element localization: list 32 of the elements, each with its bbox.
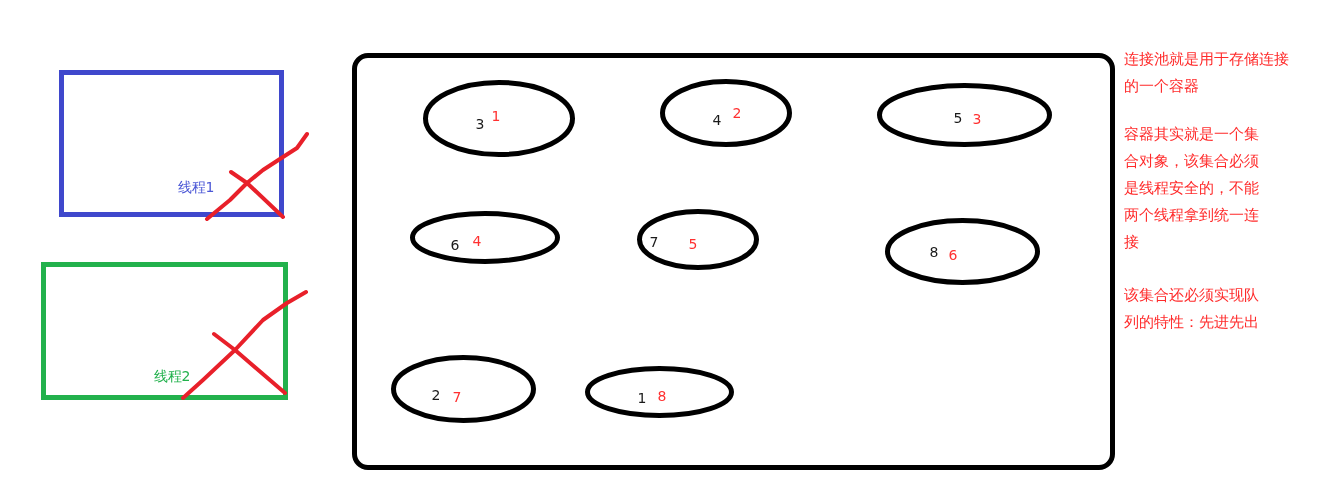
connection-number: 6 <box>450 237 460 253</box>
thread-label: 线程1 <box>177 179 215 195</box>
connection-number: 7 <box>649 234 659 250</box>
order-number: 4 <box>472 233 482 249</box>
order-number: 5 <box>688 236 698 252</box>
note-text: 连接池就是用于存储连接的一个容器 <box>1124 49 1290 97</box>
order-number: 2 <box>732 105 742 121</box>
order-number: 7 <box>452 389 462 405</box>
connection-ellipse <box>637 209 759 270</box>
connection-ellipse <box>660 79 792 147</box>
order-number: 1 <box>491 108 501 124</box>
connection-number: 2 <box>431 387 441 403</box>
connection-pool-frame <box>352 53 1115 470</box>
connection-ellipse <box>585 366 734 418</box>
order-number: 6 <box>948 247 958 263</box>
note-text: 容器其实就是一个集合对象，该集合必须是线程安全的，不能两个线程拿到统一连接 <box>1124 124 1260 253</box>
connection-number: 4 <box>712 112 722 128</box>
thread-box <box>59 70 284 217</box>
order-number: 8 <box>657 388 667 404</box>
note-text: 该集合还必须实现队列的特性：先进先出 <box>1124 285 1260 333</box>
connection-ellipse <box>410 211 560 264</box>
connection-ellipse <box>877 83 1052 147</box>
connection-number: 8 <box>929 244 939 260</box>
thread-box <box>41 262 288 400</box>
connection-ellipse <box>885 218 1040 285</box>
connection-number: 1 <box>637 390 647 406</box>
thread-label: 线程2 <box>153 368 191 384</box>
connection-number: 3 <box>475 116 485 132</box>
order-number: 3 <box>972 111 982 127</box>
connection-ellipse <box>391 355 536 423</box>
connection-ellipse <box>423 80 575 157</box>
connection-number: 5 <box>953 110 963 126</box>
